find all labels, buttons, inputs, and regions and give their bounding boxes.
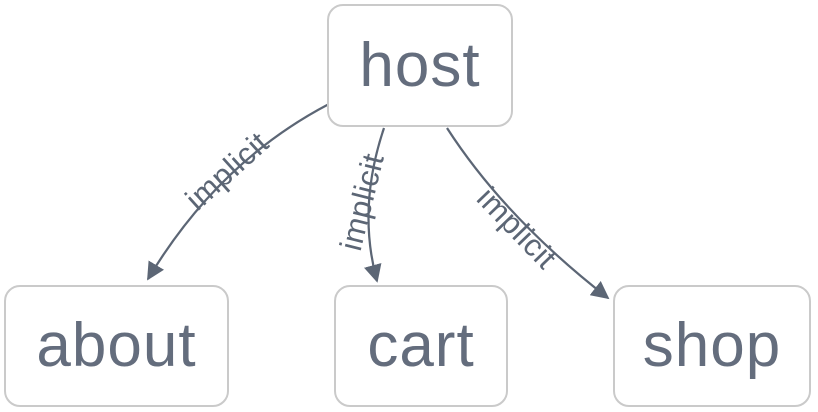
edge-host-cart (364, 127, 386, 283)
edge-label-host-cart: implicit (333, 150, 391, 254)
edge-host-about (147, 103, 330, 281)
edge-host-shop (446, 127, 610, 300)
node-shop-label: shop (642, 311, 782, 380)
node-host[interactable]: host (327, 4, 513, 127)
node-cart[interactable]: cart (334, 285, 508, 407)
node-about-label: about (36, 311, 197, 380)
node-cart-label: cart (367, 311, 475, 380)
node-shop[interactable]: shop (613, 285, 811, 407)
node-about[interactable]: about (4, 285, 229, 407)
edge-label-host-shop: implicit (470, 180, 564, 275)
node-host-label: host (359, 30, 481, 100)
edge-label-host-about: implicit (179, 125, 276, 217)
